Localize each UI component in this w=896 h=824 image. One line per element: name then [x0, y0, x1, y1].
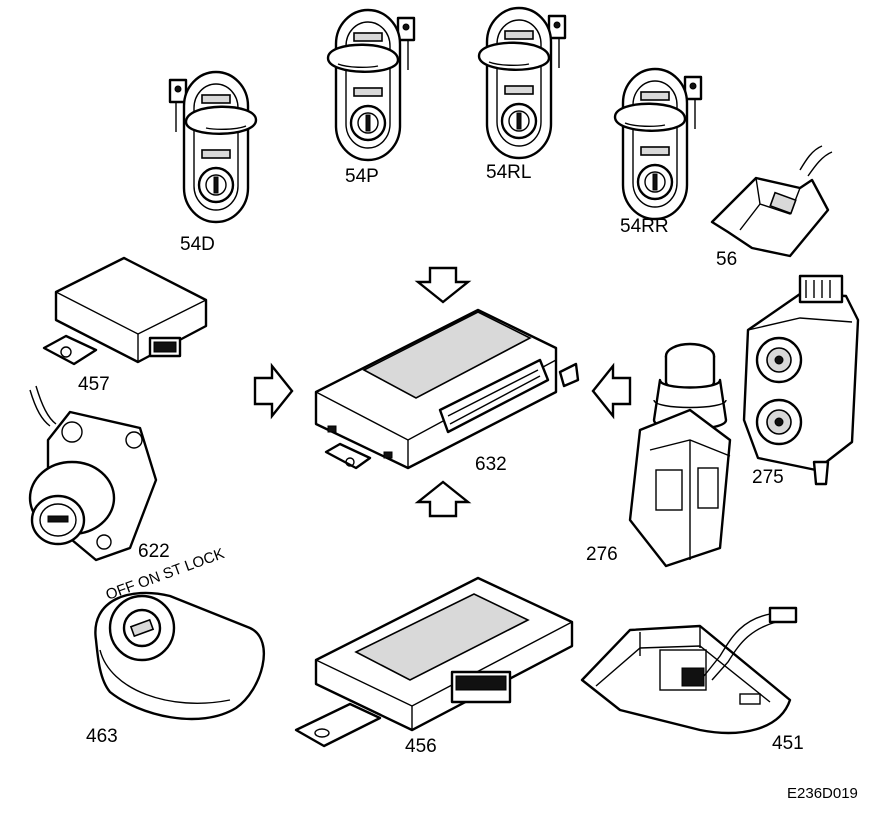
switch-276: 276	[586, 342, 732, 568]
arrow-from-bottom	[414, 480, 472, 518]
door-lock-54rr: 54RR	[613, 67, 703, 237]
ignition-463: OFF ON ST LOCK 463	[86, 545, 266, 747]
label-54rr: 54RR	[620, 216, 669, 237]
door-lock-54d: 54D	[168, 70, 258, 255]
figure-code: E236D019	[787, 785, 858, 802]
label-622: 622	[138, 541, 170, 562]
label-457: 457	[78, 374, 110, 395]
label-632: 632	[475, 454, 507, 475]
label-54rl: 54RL	[486, 162, 531, 183]
door-lock-54p: 54P	[326, 8, 416, 187]
control-module-632: 632	[314, 308, 580, 475]
arrow-from-right	[591, 362, 632, 420]
label-54p: 54P	[345, 166, 379, 187]
label-275: 275	[752, 467, 784, 488]
label-56: 56	[716, 249, 737, 270]
label-276: 276	[586, 544, 618, 565]
unit-275: 275	[742, 274, 860, 488]
arrow-from-left	[253, 362, 294, 420]
console-451: 451	[580, 606, 804, 754]
label-54d: 54D	[180, 234, 215, 255]
connector-56: 56	[710, 145, 833, 270]
lock-622: 622	[28, 385, 170, 562]
label-451: 451	[772, 733, 804, 754]
label-463: 463	[86, 726, 118, 747]
arrow-from-top	[414, 266, 472, 304]
module-456: 456	[294, 576, 574, 757]
module-457: 457	[42, 256, 208, 395]
label-456: 456	[405, 736, 437, 757]
door-lock-54rl: 54RL	[477, 6, 567, 183]
